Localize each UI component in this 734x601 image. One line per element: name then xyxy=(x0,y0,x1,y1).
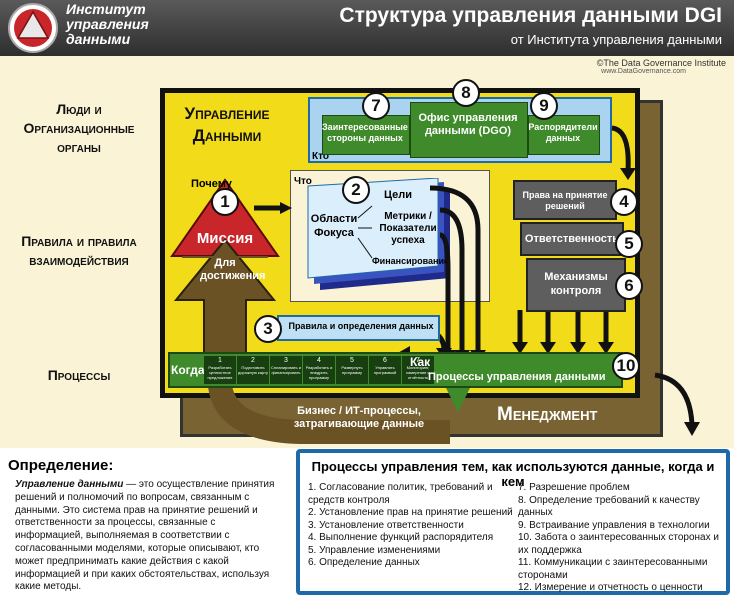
dgo-label: Офис управления данными (DGO) xyxy=(418,112,518,137)
number-badge: 4 xyxy=(610,188,638,216)
number-badge: 2 xyxy=(342,176,370,204)
stakeholders-box xyxy=(322,115,410,155)
list-item: 6. Определение данных xyxy=(308,557,420,568)
how-label: Как xyxy=(410,355,431,369)
list-item: 1. Согласование политик, требований и ср… xyxy=(308,482,493,506)
rules-box xyxy=(277,315,440,341)
header-bar xyxy=(0,0,734,56)
process-list-title: Процессы управления тем, как используютс… xyxy=(311,459,715,489)
what-label: Что xyxy=(294,176,312,187)
page-subtitle: от Института управления данными xyxy=(510,32,722,47)
for-achievement-label: Для достижения xyxy=(200,257,266,282)
controls-box: Механизмы контроля xyxy=(526,258,626,312)
who-label: Кто xyxy=(312,151,329,162)
decision-rights-box: Права на принятие решений xyxy=(513,180,617,220)
list-item: 9. Встраивание управления в технологии xyxy=(518,519,710,531)
number-badge: 3 xyxy=(254,315,282,343)
focus-areas-label: Области Фокуса xyxy=(310,213,358,239)
management-label: Менеджмент xyxy=(497,404,598,425)
processes-label: Процессы управления данными xyxy=(428,371,606,383)
stakeholders-label: Заинтересованные стороны данных xyxy=(322,122,408,143)
stewards-label: Распорядители данных xyxy=(528,122,598,143)
number-badge: 7 xyxy=(362,92,390,120)
number-badge: 8 xyxy=(452,79,480,107)
business-processes-label: Бизнес / ИТ-процессы, затрагивающие данн… xyxy=(293,405,425,430)
row-label-processes: Процессы xyxy=(47,367,111,383)
definition-title: Определение: xyxy=(8,457,114,474)
number-badge: 1 xyxy=(211,188,239,216)
list-item: 11. Коммуникации с заинтересованными сто… xyxy=(518,557,708,581)
definition-term: Управление данными xyxy=(15,479,124,490)
list-item: 10. Забота о заинтересованных сторонах и… xyxy=(518,532,719,556)
process-list-right: 7. Разрешение проблем 8. Определение тре… xyxy=(518,482,724,595)
page-title: Структура управления данными DGI xyxy=(339,4,722,27)
when-label: Когда xyxy=(171,363,205,377)
definition-body: — это осуществление принятия решений и п… xyxy=(15,479,275,593)
list-item: 2. Установление прав на принятие решений xyxy=(308,507,513,518)
why-label: Почему xyxy=(191,178,232,190)
metrics-label: Метрики / Показатели успеха xyxy=(379,211,437,246)
mission-label: Миссия xyxy=(196,230,254,247)
list-item: 3. Установление ответственности xyxy=(308,519,464,531)
rules-label: Правила и определения данных xyxy=(288,321,434,331)
list-item: 7. Разрешение проблем xyxy=(518,482,630,493)
number-badge: 6 xyxy=(615,272,643,300)
number-badge: 10 xyxy=(612,352,640,380)
list-item: 4. Выполнение функций распорядителя xyxy=(308,532,494,543)
accountability-box: Ответственность xyxy=(520,222,624,256)
number-badge: 5 xyxy=(615,230,643,258)
row-label-rules: Правила и правила взаимодействия xyxy=(21,233,137,268)
logo-text: Институт управления данными xyxy=(66,1,149,47)
stewards-box xyxy=(528,115,600,155)
funding-label: Финансирование xyxy=(372,256,450,266)
copyright-url: www.DataGovernance.com xyxy=(601,68,686,75)
list-item: 12. Измерение и отчетность о ценности xyxy=(518,582,703,593)
dgi-logo-icon xyxy=(8,3,58,53)
list-item: 5. Управление изменениями xyxy=(308,544,441,556)
copyright-text: ©The Data Governance Institute xyxy=(596,58,726,68)
row-label-people: Люди и Организационные органы xyxy=(23,101,135,155)
governance-title: Управление Данными xyxy=(184,104,270,145)
goals-label: Цели xyxy=(384,189,413,201)
focus-areas-stack xyxy=(307,178,450,290)
process-list-box xyxy=(296,449,730,595)
number-badge: 9 xyxy=(530,92,558,120)
process-list-left: 1. Согласование политик, требований и ср… xyxy=(308,482,514,570)
definition-text: Управление данными — это осуществление п… xyxy=(15,479,281,594)
list-item: 8. Определение требований к качеству дан… xyxy=(518,494,700,519)
